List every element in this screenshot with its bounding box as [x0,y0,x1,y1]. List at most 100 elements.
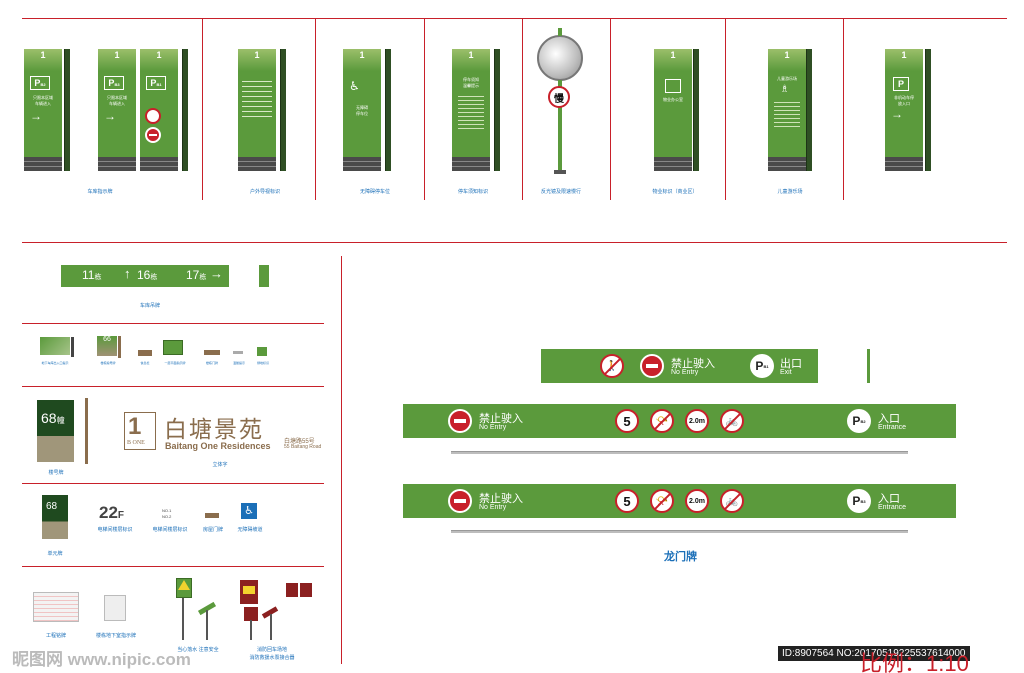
caption-small-sign: 楼栋编号牌 [100,361,116,365]
no-entry-icon [145,127,161,143]
strip-side-view [259,265,269,287]
outdoor-directory-pillar: 1 [238,49,276,171]
left-section-line [22,483,324,484]
child-icon: ♗ [780,84,789,95]
sign-text: 温馨提示 [463,83,479,88]
no-entry-icon [640,354,664,378]
parking-tag-b3: PB3 [104,76,124,90]
no-entry-label: 禁止驶入 [671,358,715,370]
exit-label: 出口 [780,358,802,370]
caption-basement-plan: 楼栋地下室指示牌 [95,633,136,639]
caption-small-sign: 楼栋门牌 [205,361,218,365]
floor-plan-sign [163,340,183,355]
exit-label-en: Exit [780,369,792,376]
sign-text: 只限本区域 [107,95,127,100]
sign-text: 无障碍 [356,105,368,110]
sign-text: 物业办公室 [663,97,683,102]
caption-elevator-floor: 电梯间楼层标识 [97,527,133,533]
greenery-sign [257,347,267,356]
wheelchair-icon: ♿ [241,503,257,519]
right-arrow-icon: → [210,266,223,281]
height-limit-icon: 2.0m [685,409,709,433]
caption-nameplate: 工程铭牌 [45,633,66,639]
directory-list [242,77,272,117]
property-office-pillar: 1 物业办公室 [654,49,692,171]
strip-item-17: 17栋 [186,268,207,282]
bike-parking-pillar: 1 P 非机动车停 放入口 → [885,49,923,171]
brand-logo: 1 B ONE [124,412,156,450]
divider-line [522,18,523,200]
wheelchair-icon: ♿ [349,79,360,93]
caption-accessible-parking: 无障碍停车位 [359,189,390,195]
left-section-line [22,566,324,567]
mirror-base [554,170,566,174]
caption-playground: 儿童游乐场 [777,189,803,195]
left-section-line [22,386,324,387]
divider-line [424,18,425,200]
parking-notice-pillar: 1 停车须知 温馨提示 [452,49,490,171]
no-bicycle-icon: 🚲 [720,489,744,513]
mirror-pole [558,28,562,36]
playground-pillar: 1 儿童游乐场 ♗ [768,49,806,171]
notice-lines [774,99,800,129]
sign-text: 只限本区域 [33,95,53,100]
no-horn-icon: 📯 [650,409,674,433]
sign-side-profile [64,49,70,171]
mirror-pole [558,80,562,172]
height-limit-icon: 2.0m [685,489,709,513]
strip-item-16: 16栋 [137,268,158,282]
sign-text: 车辆进入 [35,101,51,106]
divider-line [315,18,316,200]
no-entry-label-en: No Entry [671,369,699,376]
door-plate [204,350,220,355]
sign-side-profile [280,49,286,171]
fire-sign [286,583,298,597]
garage-sign-pillar-b2: 1 PB2 只限本区域 车辆进入 → [24,49,62,171]
left-section-line [22,323,324,324]
no-entry-label: 禁止驶入 [479,493,523,505]
caption-outdoor-directory: 户外导视标识 [249,189,280,195]
caption-garage-sign: 车库指示牌 [87,189,113,195]
unit-number: 68 [46,501,58,512]
caption-small-sign: 信息栏 [140,361,150,365]
garage-hanging-strip [61,265,229,287]
parking-tag: P [893,77,909,91]
garage-entry-sign [40,337,70,355]
brand-address-cn: 白塘路55号 [284,439,315,445]
entrance-label-en: Entrance [878,504,907,511]
top-frame-line [22,18,1007,19]
caption-door-plate: 房屋门牌 [202,527,223,533]
sign-side-profile [85,398,88,464]
image-id-bar: ID:8907564 NO:20170519225537614000 [778,646,970,661]
sign-side-profile [925,49,931,171]
sign-text: 停车位 [356,111,368,116]
no-horn-icon: 📯 [650,489,674,513]
divider-line [202,18,203,200]
caption-mirror: 反光镜及限速慢行 [540,189,581,195]
basement-plan-sign [104,595,126,621]
sign-side-profile [693,49,699,171]
convex-mirror [537,35,583,81]
no-entry-label-en: No Entry [479,424,507,431]
no-entry-label: 禁止驶入 [479,413,523,425]
sign-side-profile [118,336,121,358]
divider-line [843,18,844,200]
garage-sign-pillar-b3: 1 PB3 只限本区域 车辆进入 → [98,49,136,171]
gantry-beam [451,451,908,454]
no-entry-label-en: No Entry [479,504,507,511]
logo-numeral: 1 [128,413,142,440]
caption-small-sign: 一层平面指示牌 [164,361,186,365]
caption-accessible-ramp: 无障碍坡道 [237,527,263,533]
sign-text: 儿童游乐场 [777,76,797,81]
building-number: 68幢 [41,410,65,426]
sign-side-profile [806,49,812,171]
info-board [138,350,152,356]
sign-post [182,598,184,640]
unit-number-sign: 68 [42,495,68,539]
divider-line [725,18,726,200]
caption-small-sign: 绿地标识 [256,361,269,365]
caption-parking-notice: 停车须知标识 [457,189,488,195]
